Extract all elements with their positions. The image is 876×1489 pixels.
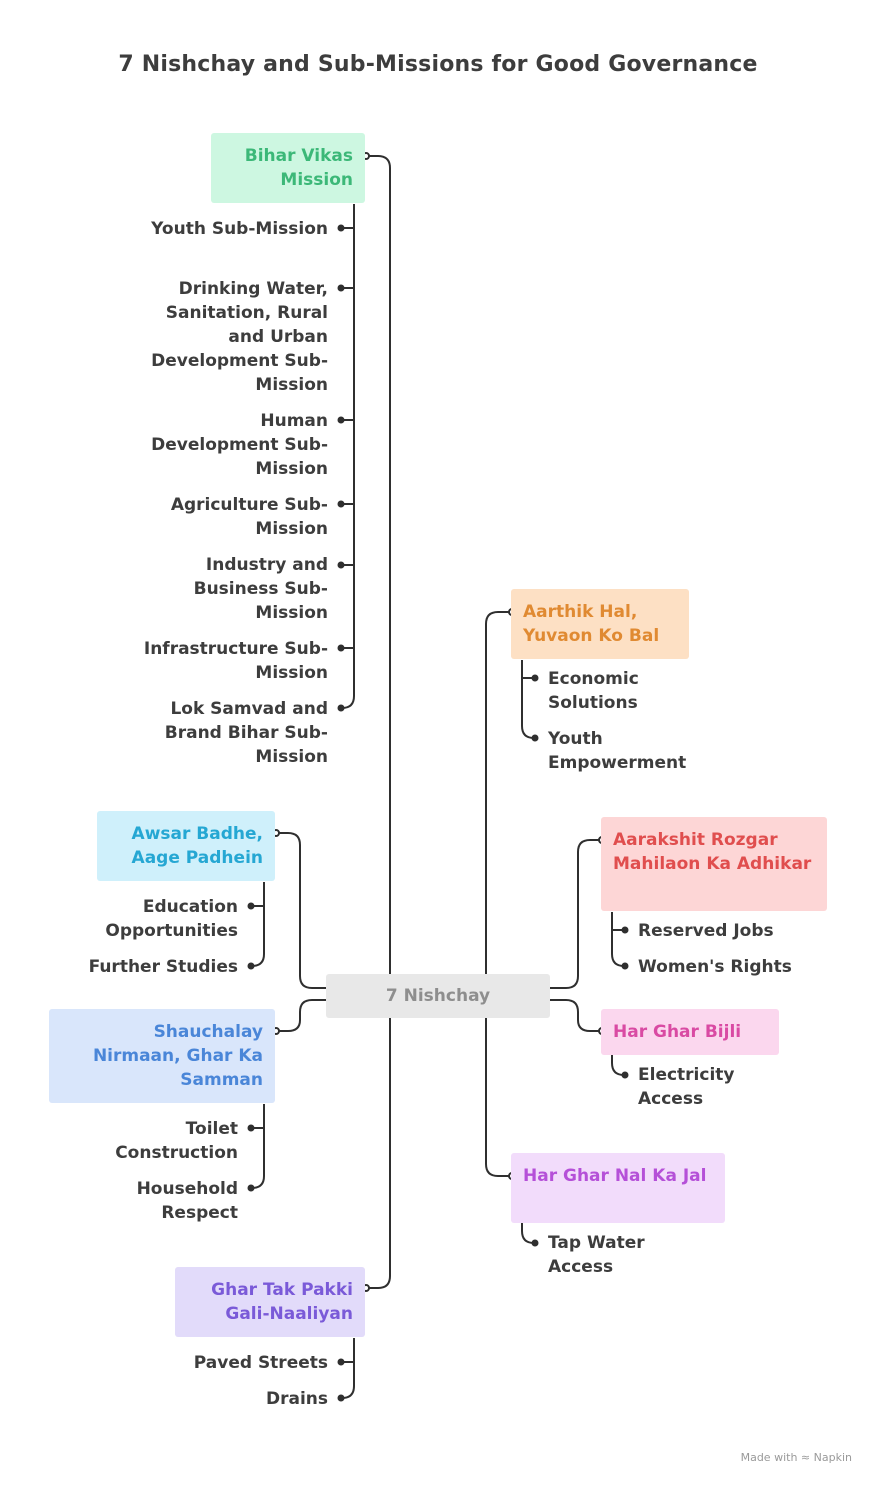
- sub-item: Drinking Water, Sanitation, Rural and Ur…: [151, 279, 328, 395]
- node-bihar-vikas-mission: Bihar Vikas Mission: [211, 133, 365, 203]
- sub-item: Drains: [265, 1389, 328, 1409]
- sub-item: Reserved Jobs: [638, 921, 774, 941]
- node-label: Har Ghar Nal Ka Jal: [523, 1166, 707, 1186]
- node-label: Bihar Vikas Mission: [244, 146, 353, 190]
- sub-item: Youth Sub-Mission: [151, 219, 328, 239]
- brand-text: Napkin: [813, 1451, 852, 1464]
- node-ghar-tak-pakki-gali: Ghar Tak Pakki Gali-Naaliyan: [175, 1267, 365, 1337]
- footer-credit: Made with ≈ Napkin: [741, 1451, 852, 1464]
- node-har-ghar-nal-ka-jal: Har Ghar Nal Ka Jal: [511, 1153, 725, 1223]
- diagram-title: 7 Nishchay and Sub-Missions for Good Gov…: [118, 52, 758, 77]
- node-label: Aarthik Hal, Yuvaon Ko Bal: [523, 602, 660, 646]
- center-node: 7 Nishchay: [326, 974, 550, 1018]
- node-aarthik-hal: Aarthik Hal, Yuvaon Ko Bal: [511, 589, 689, 659]
- sub-item: Human Development Sub-Mission: [151, 411, 328, 479]
- sub-item: Youth Empowerment: [548, 729, 687, 773]
- node-label: Shauchalay Nirmaan, Ghar Ka Samman: [92, 1022, 263, 1090]
- sub-item: Economic Solutions: [548, 669, 639, 713]
- napkin-icon: ≈: [800, 1451, 811, 1464]
- made-with-text: Made with: [740, 1451, 798, 1464]
- sub-item: Education Opportunities: [105, 897, 238, 941]
- node-har-ghar-bijli: Har Ghar Bijli: [601, 1009, 779, 1055]
- node-label: Awsar Badhe, Aage Padhein: [131, 824, 263, 868]
- sub-item: Industry and Business Sub-Mission: [193, 555, 328, 623]
- node-label: Har Ghar Bijli: [613, 1022, 742, 1042]
- node-shauchalay-nirmaan: Shauchalay Nirmaan, Ghar Ka Samman: [49, 1009, 275, 1103]
- node-label: Ghar Tak Pakki Gali-Naaliyan: [211, 1280, 353, 1324]
- sub-item: Toilet Construction: [115, 1119, 238, 1163]
- node-awsar-badhe: Awsar Badhe, Aage Padhein: [97, 811, 275, 881]
- sub-item: Tap Water Access: [548, 1233, 645, 1277]
- sub-item: Further Studies: [88, 957, 238, 977]
- sub-item: Agriculture Sub-Mission: [170, 495, 328, 539]
- sub-item: Electricity Access: [638, 1065, 735, 1109]
- sub-item: Household Respect: [136, 1179, 238, 1223]
- node-label: Aarakshit Rozgar Mahilaon Ka Adhikar: [613, 830, 812, 874]
- sub-item: Infrastructure Sub-Mission: [143, 639, 328, 683]
- node-aarakshit-rozgar: Aarakshit Rozgar Mahilaon Ka Adhikar: [601, 817, 827, 911]
- sub-item: Paved Streets: [193, 1353, 328, 1373]
- sub-item: Lok Samvad and Brand Bihar Sub-Mission: [164, 699, 328, 767]
- sub-item: Women's Rights: [638, 957, 792, 977]
